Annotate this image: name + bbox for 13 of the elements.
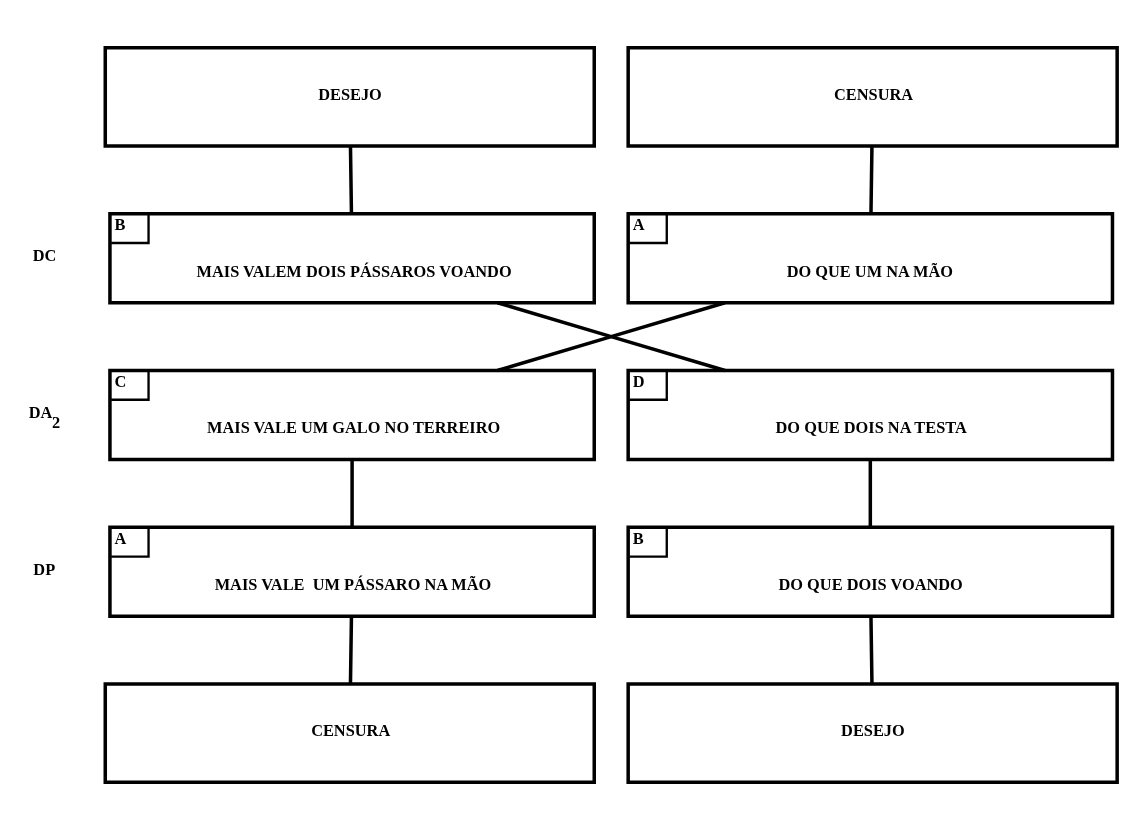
node-box: DESEJO: [626, 682, 1119, 785]
label: DC: [32, 246, 57, 266]
label: DP: [33, 559, 56, 579]
connector: [496, 301, 726, 373]
connector: [868, 459, 873, 527]
connector: [348, 616, 354, 684]
node-box: DESEJO: [103, 45, 596, 148]
connector: [869, 146, 874, 214]
connector: [869, 616, 874, 684]
node-box: CENSURA: [626, 45, 1119, 148]
connector: [348, 146, 354, 214]
connector: [350, 459, 354, 527]
node-box: CENSURA: [103, 682, 596, 785]
